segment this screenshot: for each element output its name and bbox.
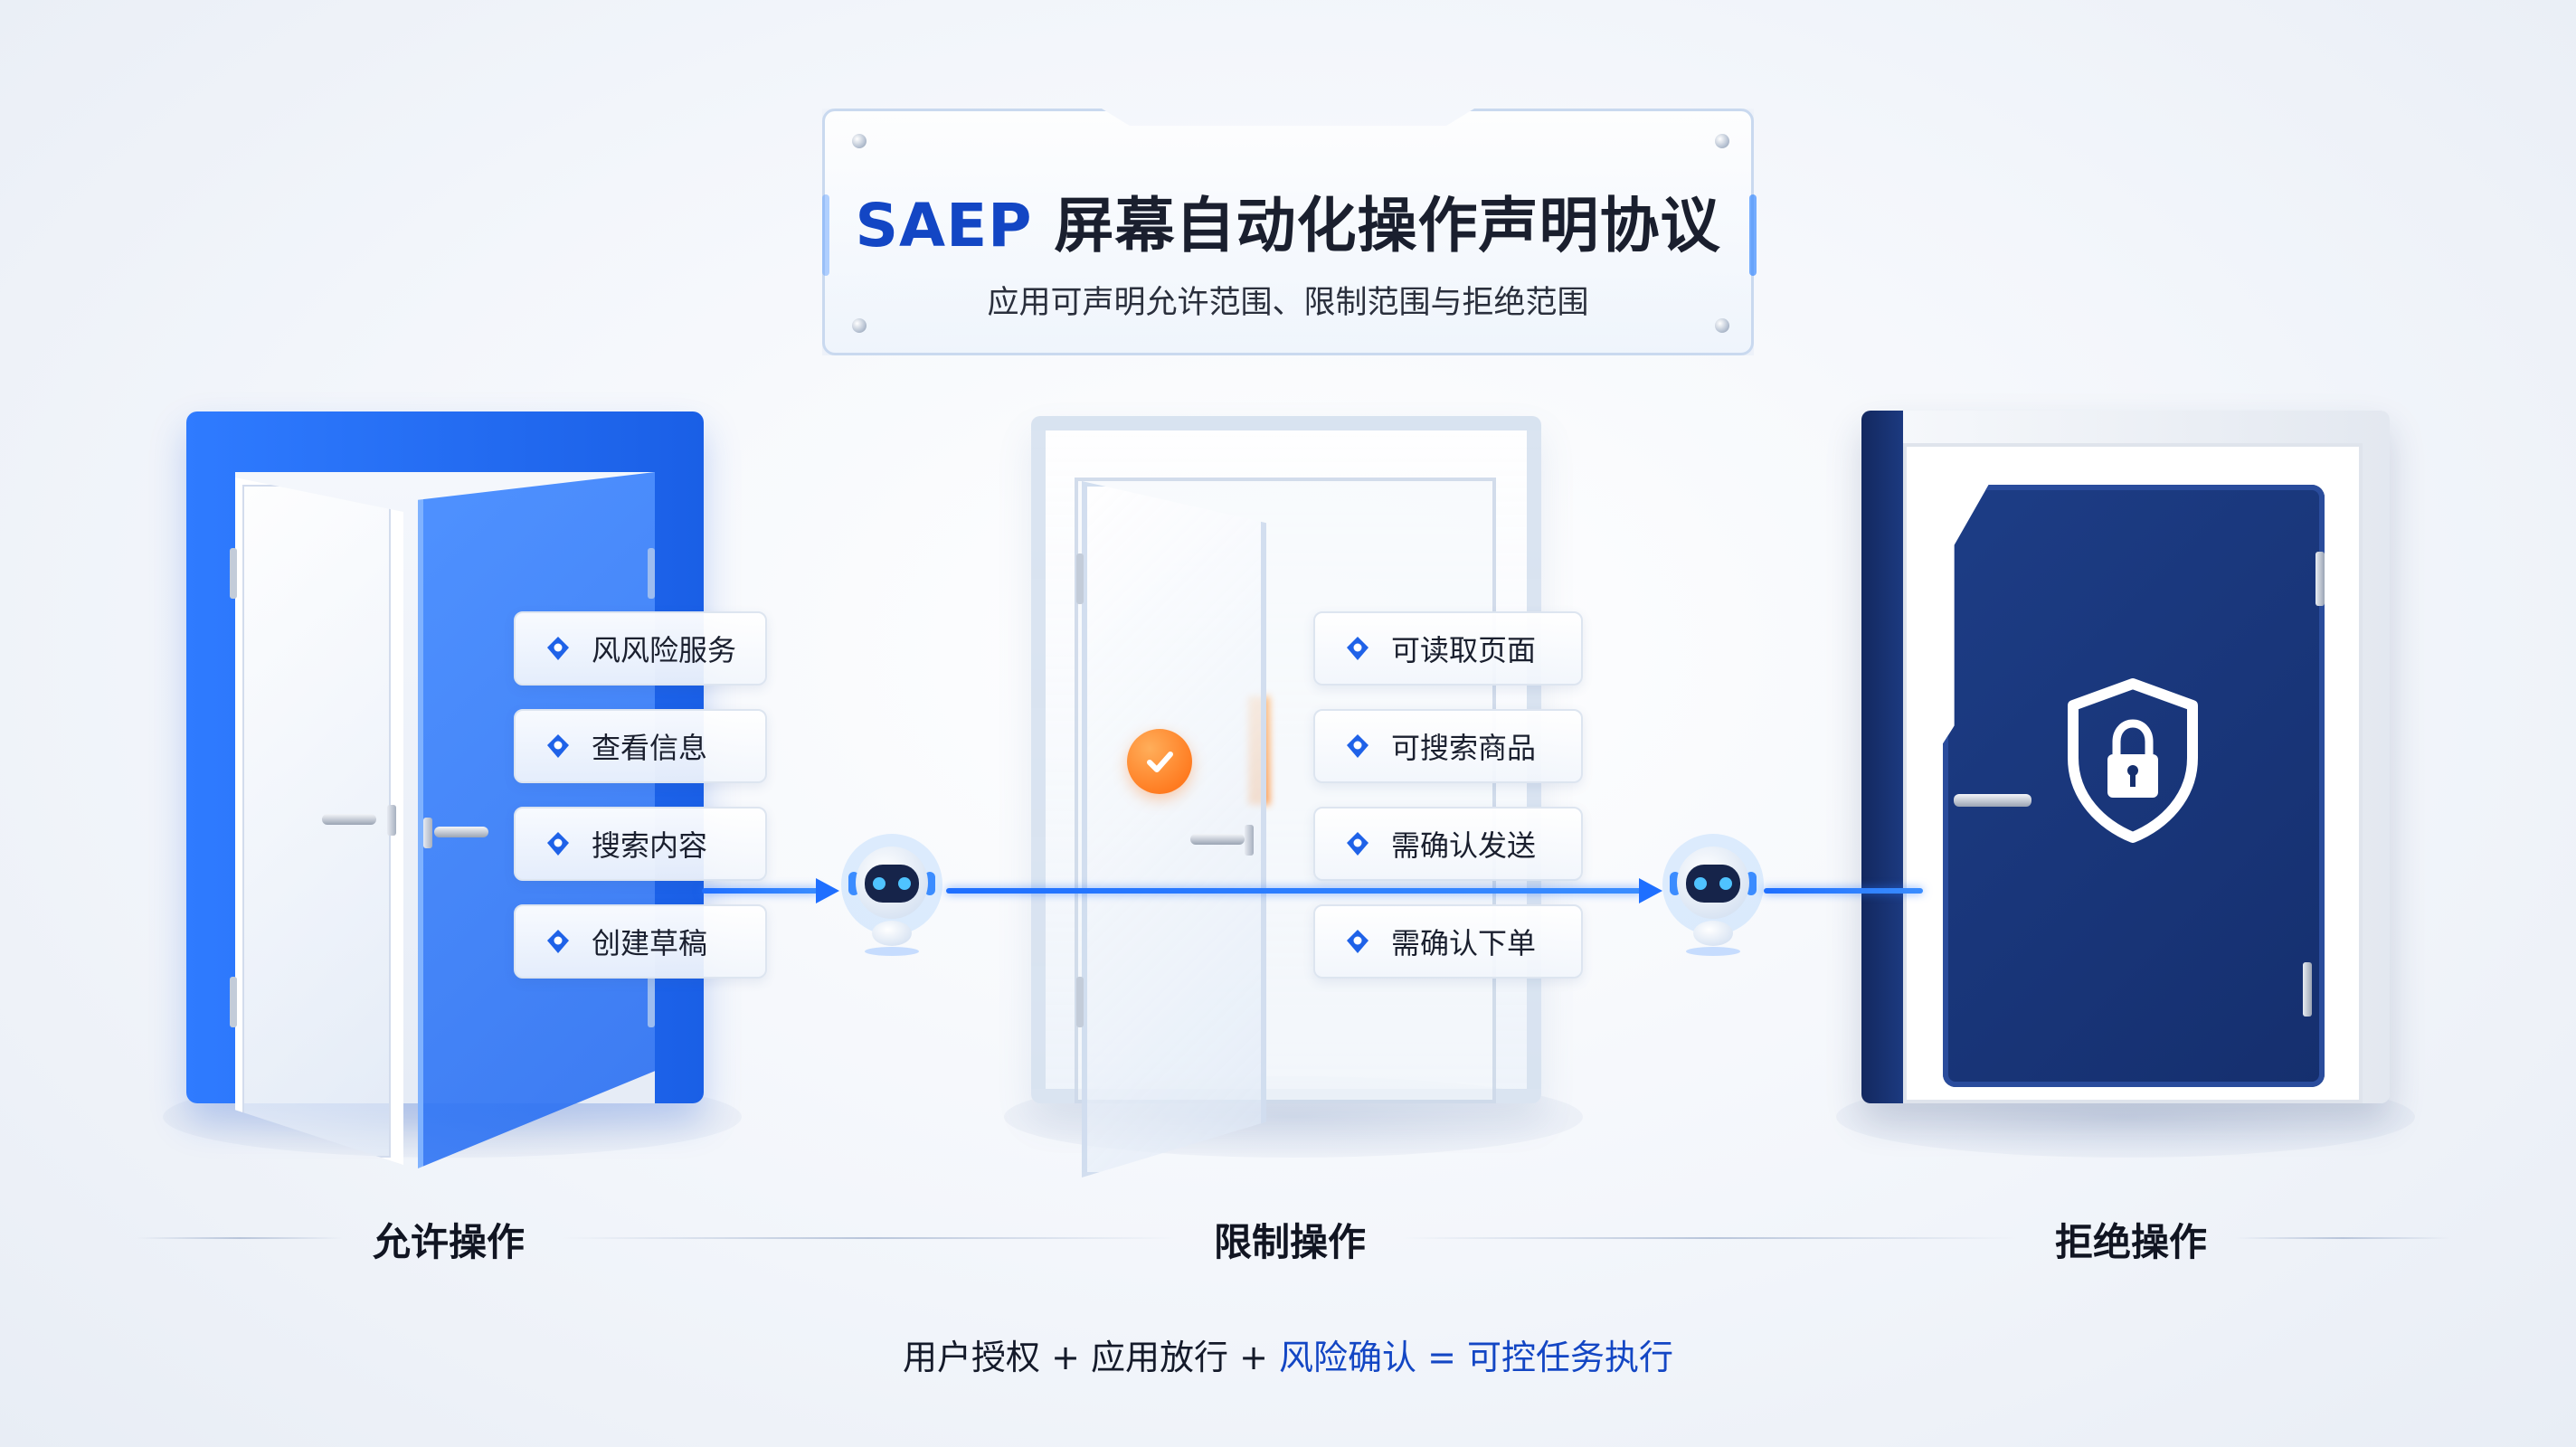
robot-icon	[841, 834, 942, 956]
hinge-icon	[230, 548, 237, 599]
banner-title: SAEP 屏幕自动化操作声明协议	[822, 177, 1754, 264]
screw-icon	[852, 134, 867, 148]
limit-item-label: 可读取页面	[1391, 633, 1537, 667]
hinge-icon	[1076, 553, 1084, 604]
check-circle-icon	[1127, 729, 1192, 794]
robot-icon	[1662, 834, 1764, 956]
allow-item: 风风险服务	[514, 611, 767, 686]
divider	[561, 1237, 1176, 1239]
screw-icon	[852, 318, 867, 333]
screw-icon	[1715, 318, 1729, 333]
divider	[1402, 1237, 2017, 1239]
allow-door-glass-leaf	[235, 478, 403, 1165]
screw-icon	[1715, 134, 1729, 148]
allow-item: 创建草稿	[514, 904, 767, 979]
door-handle-icon	[423, 818, 432, 848]
diamond-location-icon	[547, 734, 569, 758]
diamond-location-icon	[1347, 637, 1368, 660]
limit-door-glass-leaf	[1082, 481, 1266, 1177]
diamond-location-icon	[1347, 930, 1368, 953]
hinge-icon	[1076, 977, 1084, 1027]
allow-item: 查看信息	[514, 709, 767, 783]
deny-label: 拒绝操作	[2054, 1220, 2207, 1264]
divider	[136, 1237, 344, 1239]
door-handle-icon	[1954, 794, 2031, 807]
limit-item-label: 需确认下单	[1391, 926, 1537, 960]
title-banner	[822, 109, 1754, 355]
diamond-location-icon	[547, 930, 569, 953]
allow-label: 允许操作	[372, 1220, 525, 1264]
banner-glow-right	[1749, 194, 1757, 276]
diamond-location-icon	[547, 637, 569, 660]
allow-item-label: 风风险服务	[592, 633, 737, 667]
limit-item-label: 需确认发送	[1391, 828, 1537, 863]
limit-item: 需确认下单	[1313, 904, 1583, 979]
diamond-location-icon	[547, 832, 569, 856]
shield-lock-icon	[2068, 678, 2198, 843]
allow-item: 搜索内容	[514, 807, 767, 881]
flow-line	[946, 888, 1643, 894]
diamond-location-icon	[1347, 734, 1368, 758]
formula-part2: 风险确认 = 可控任务执行	[1279, 1338, 1673, 1377]
banner-title-text: 屏幕自动化操作声明协议	[1054, 191, 1721, 260]
arrow-right-icon	[1639, 878, 1662, 903]
banner-subtitle: 应用可声明允许范围、限制范围与拒绝范围	[987, 285, 1589, 321]
limit-item: 可读取页面	[1313, 611, 1583, 686]
limit-item: 可搜索商品	[1313, 709, 1583, 783]
divider	[2234, 1237, 2451, 1239]
door-handle-icon	[1190, 834, 1245, 845]
door-handle-icon	[387, 805, 396, 836]
banner-glow-left	[822, 194, 829, 276]
banner-title-brand: SAEP	[855, 191, 1033, 260]
formula-part1: 用户授权 + 应用放行 +	[903, 1338, 1279, 1377]
door-handle-icon	[322, 814, 376, 825]
hinge-icon	[2316, 552, 2325, 606]
limit-item-label: 可搜索商品	[1391, 731, 1537, 765]
deny-door-side	[1861, 411, 1903, 1103]
flow-line	[1764, 888, 1923, 894]
hinge-icon	[230, 977, 237, 1027]
allow-item-label: 查看信息	[592, 731, 708, 765]
door-handle-icon	[1245, 825, 1254, 856]
limit-item: 需确认发送	[1313, 807, 1583, 881]
hinge-icon	[2303, 962, 2312, 1017]
hinge-icon	[648, 977, 655, 1027]
allow-item-label: 创建草稿	[592, 926, 708, 960]
formula: 用户授权 + 应用放行 + 风险确认 = 可控任务执行	[0, 1329, 2576, 1379]
allow-item-label: 搜索内容	[592, 828, 708, 863]
arrow-right-icon	[816, 878, 839, 903]
limit-label: 限制操作	[1213, 1220, 1366, 1264]
hinge-icon	[648, 548, 655, 599]
diamond-location-icon	[1347, 832, 1368, 856]
flow-line	[702, 888, 819, 894]
door-handle-icon	[434, 827, 488, 837]
